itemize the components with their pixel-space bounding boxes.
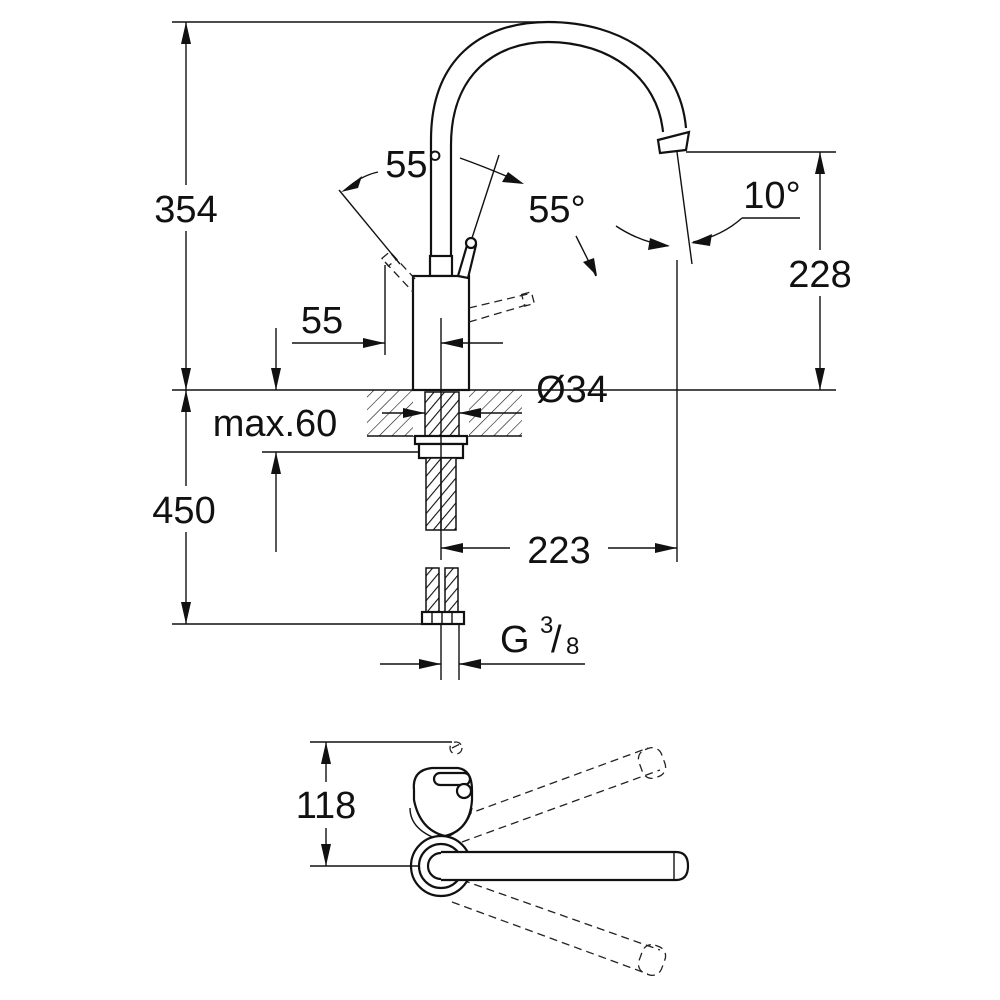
dimension-max-counter-thickness: max.60 xyxy=(213,328,419,552)
top-spout xyxy=(441,850,690,882)
label-spout-tilt: 10° xyxy=(743,175,800,217)
label-hose-length: 450 xyxy=(152,490,215,532)
dimension-spout-height: 228 xyxy=(522,151,860,391)
faucet-body xyxy=(381,236,536,392)
dimension-body-offset: 55 xyxy=(292,265,503,355)
top-view: 118 xyxy=(288,741,690,977)
dimension-connection-thread: G 3 / 8 xyxy=(380,612,585,669)
dimension-spout-reach: 223 xyxy=(441,260,678,572)
label-spout-height: 228 xyxy=(788,254,851,296)
label-total-height: 354 xyxy=(154,189,217,231)
label-swivel-depth: 118 xyxy=(296,785,357,827)
label-lever-angle-left: 55° xyxy=(385,144,442,186)
label-thread-slash: / xyxy=(551,619,562,661)
label-diameter: Ø34 xyxy=(536,369,608,411)
dimension-diameter: Ø34 xyxy=(382,318,608,560)
label-lever-angle-right: 55° xyxy=(528,189,585,231)
label-thread-numerator: 3 xyxy=(540,612,553,639)
dimension-spout-tilt: 10° xyxy=(615,151,801,265)
label-body-offset: 55 xyxy=(301,300,343,342)
label-thread-denominator: 8 xyxy=(566,633,579,660)
label-spout-reach: 223 xyxy=(527,530,590,572)
dimension-lever-angle-right: 55° xyxy=(528,189,597,277)
dimension-swivel-depth: 118 xyxy=(288,741,452,867)
dimension-hose-length: 450 xyxy=(145,390,422,625)
dimension-lever-angle-left: 55° xyxy=(338,144,524,265)
spout-swivel-positions xyxy=(449,741,667,977)
label-max-counter-thickness: max.60 xyxy=(213,403,338,445)
aerator xyxy=(656,130,691,155)
spout xyxy=(429,20,691,258)
dimension-total-height: 354 xyxy=(145,21,540,391)
label-thread-prefix: G xyxy=(500,619,530,661)
side-view: 354 228 55° 55° xyxy=(145,20,860,680)
